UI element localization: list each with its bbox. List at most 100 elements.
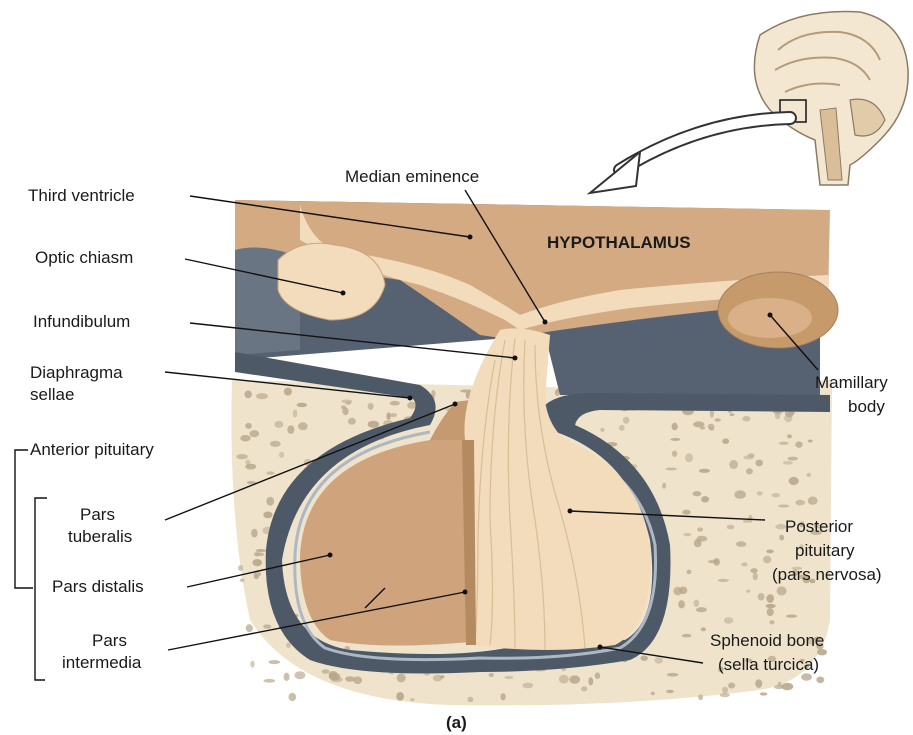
bone-spot — [489, 673, 494, 677]
bone-spot — [722, 687, 728, 694]
bone-spot — [298, 422, 308, 430]
bone-spot — [687, 570, 692, 575]
hypothalamus-label: HYPOTHALAMUS — [547, 233, 691, 252]
bone-spot — [696, 536, 707, 542]
bone-spot — [623, 417, 630, 424]
bone-spot — [504, 676, 513, 679]
bone-spot — [284, 388, 292, 396]
bone-spot — [724, 617, 733, 624]
bone-spot — [329, 673, 341, 681]
bone-spot — [682, 634, 692, 638]
bone-spot — [263, 679, 275, 683]
bone-spot — [368, 421, 379, 428]
bone-spot — [522, 683, 533, 689]
label-posterior-line3: (pars nervosa) — [772, 565, 882, 584]
label-pars-tuberalis-line1: Pars — [80, 505, 115, 524]
bone-spot — [266, 497, 274, 506]
bone-spot — [240, 435, 251, 442]
bone-spot — [742, 416, 750, 422]
bone-spot — [641, 656, 648, 661]
bone-spot — [595, 672, 600, 679]
bone-spot — [256, 553, 265, 556]
bone-spot — [581, 686, 587, 691]
bone-spot — [672, 423, 678, 431]
label-posterior-line1: Posterior — [785, 517, 853, 536]
bone-spot — [720, 693, 730, 697]
bone-spot — [693, 491, 702, 496]
bone-spot — [774, 685, 784, 689]
bone-spot — [779, 442, 789, 445]
bone-spot — [501, 693, 506, 700]
bone-spot — [727, 525, 735, 530]
bone-spot — [722, 438, 729, 444]
bone-spot — [289, 693, 297, 701]
label-third-ventricle: Third ventricle — [28, 186, 135, 205]
bone-spot — [694, 600, 700, 607]
bone-spot — [748, 453, 755, 457]
bone-spot — [783, 461, 793, 465]
bone-spot — [757, 491, 763, 495]
bone-spot — [758, 593, 765, 600]
bone-spot — [410, 698, 414, 701]
bone-spot — [460, 389, 472, 392]
bone-spot — [251, 529, 257, 538]
bone-spot — [294, 671, 305, 679]
bone-spot — [569, 675, 580, 683]
label-diaphragma-line1: Diaphragma — [30, 363, 123, 382]
bone-spot — [741, 562, 747, 566]
bone-spot — [252, 559, 262, 566]
bone-spot — [268, 660, 280, 664]
bone-spot — [795, 500, 805, 506]
bone-spot — [619, 425, 625, 431]
bone-spot — [345, 676, 355, 682]
bone-spot — [763, 556, 771, 564]
bone-spot — [651, 692, 655, 696]
bone-spot — [786, 615, 797, 618]
bone-spot — [767, 608, 774, 616]
bone-spot — [368, 403, 374, 410]
bone-spot — [250, 661, 254, 668]
bone-spot — [755, 460, 763, 467]
label-sphenoid-line2: (sella turcica) — [718, 655, 819, 674]
label-optic-chiasm: Optic chiasm — [35, 248, 133, 267]
label-pars-distalis: Pars distalis — [52, 577, 144, 596]
bone-spot — [779, 535, 784, 541]
bone-spot — [322, 669, 330, 673]
bone-spot — [760, 692, 768, 695]
bone-spot — [678, 600, 685, 608]
bone-spot — [353, 676, 362, 684]
bone-spot — [696, 607, 707, 612]
bone-spot — [816, 677, 824, 684]
bone-spot — [698, 694, 703, 700]
bone-spot — [245, 391, 252, 399]
bone-spot — [808, 497, 818, 505]
bone-spot — [254, 575, 259, 580]
bone-spot — [672, 451, 677, 457]
bone-spot — [743, 520, 750, 523]
bone-spot — [734, 490, 746, 498]
bone-spot — [440, 675, 445, 678]
bone-spot — [806, 473, 811, 477]
bone-spot — [246, 624, 253, 632]
curved-arrow-icon — [590, 118, 790, 193]
bone-spot — [679, 587, 687, 595]
label-pars-intermedia-line1: Pars — [92, 631, 127, 650]
bone-spot — [728, 683, 735, 689]
bone-spot — [397, 674, 406, 683]
bone-spot — [559, 675, 569, 684]
bone-spot — [287, 425, 294, 434]
bone-spot — [718, 579, 729, 582]
bone-spot — [701, 627, 706, 631]
bone-spot — [348, 418, 356, 425]
label-anterior-pituitary: Anterior pituitary — [30, 440, 154, 459]
bone-spot — [588, 677, 593, 685]
brain-inset — [754, 11, 908, 185]
bone-spot — [396, 692, 404, 701]
bone-spot — [729, 460, 738, 469]
bone-spot — [654, 657, 663, 663]
bone-spot — [666, 690, 674, 693]
bone-spot — [468, 697, 474, 702]
bone-spot — [245, 423, 252, 429]
bone-spot — [263, 512, 272, 519]
bone-spot — [390, 401, 400, 406]
